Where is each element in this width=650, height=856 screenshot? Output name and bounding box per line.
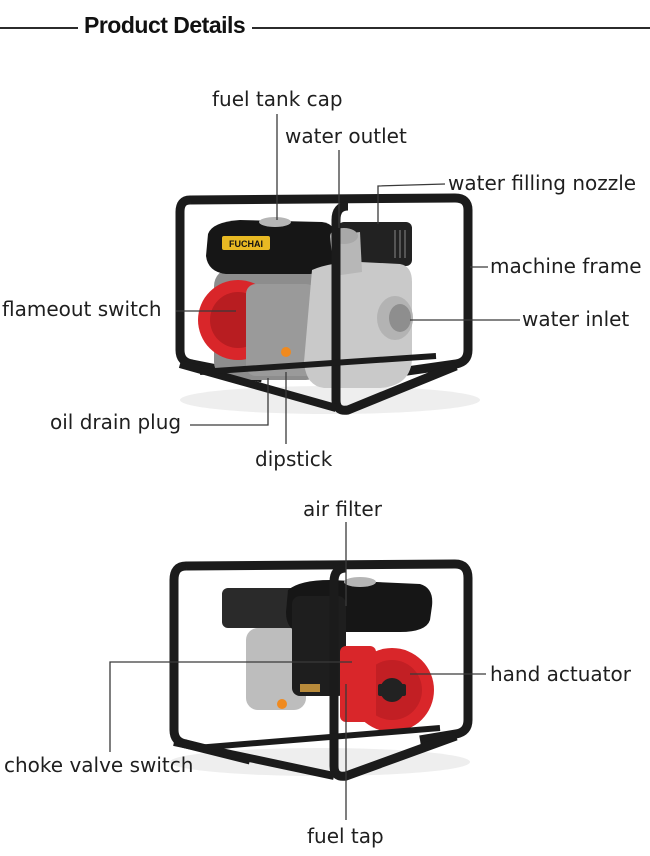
header-rule-right [252,27,650,29]
label-water-outlet: water outlet [285,124,407,148]
label-oil-drain-plug: oil drain plug [50,410,182,434]
label-machine-frame: machine frame [490,254,642,278]
label-fuel-tank-cap: fuel tank cap [212,87,343,111]
section-header: Product Details [0,0,650,56]
label-choke-valve-switch: choke valve switch [4,753,194,777]
label-dipstick: dipstick [255,447,333,471]
header-rule-left [0,27,78,29]
label-water-filling-nozzle: water filling nozzle [448,171,637,195]
label-water-inlet: water inlet [522,307,630,331]
label-fuel-tap: fuel tap [307,824,384,848]
brand-badge: FUCHAI [229,239,263,249]
label-hand-actuator: hand actuator [490,662,631,686]
label-flameout-switch: flameout switch [2,297,162,321]
section-title: Product Details [84,12,246,38]
label-air-filter: air filter [303,497,382,521]
